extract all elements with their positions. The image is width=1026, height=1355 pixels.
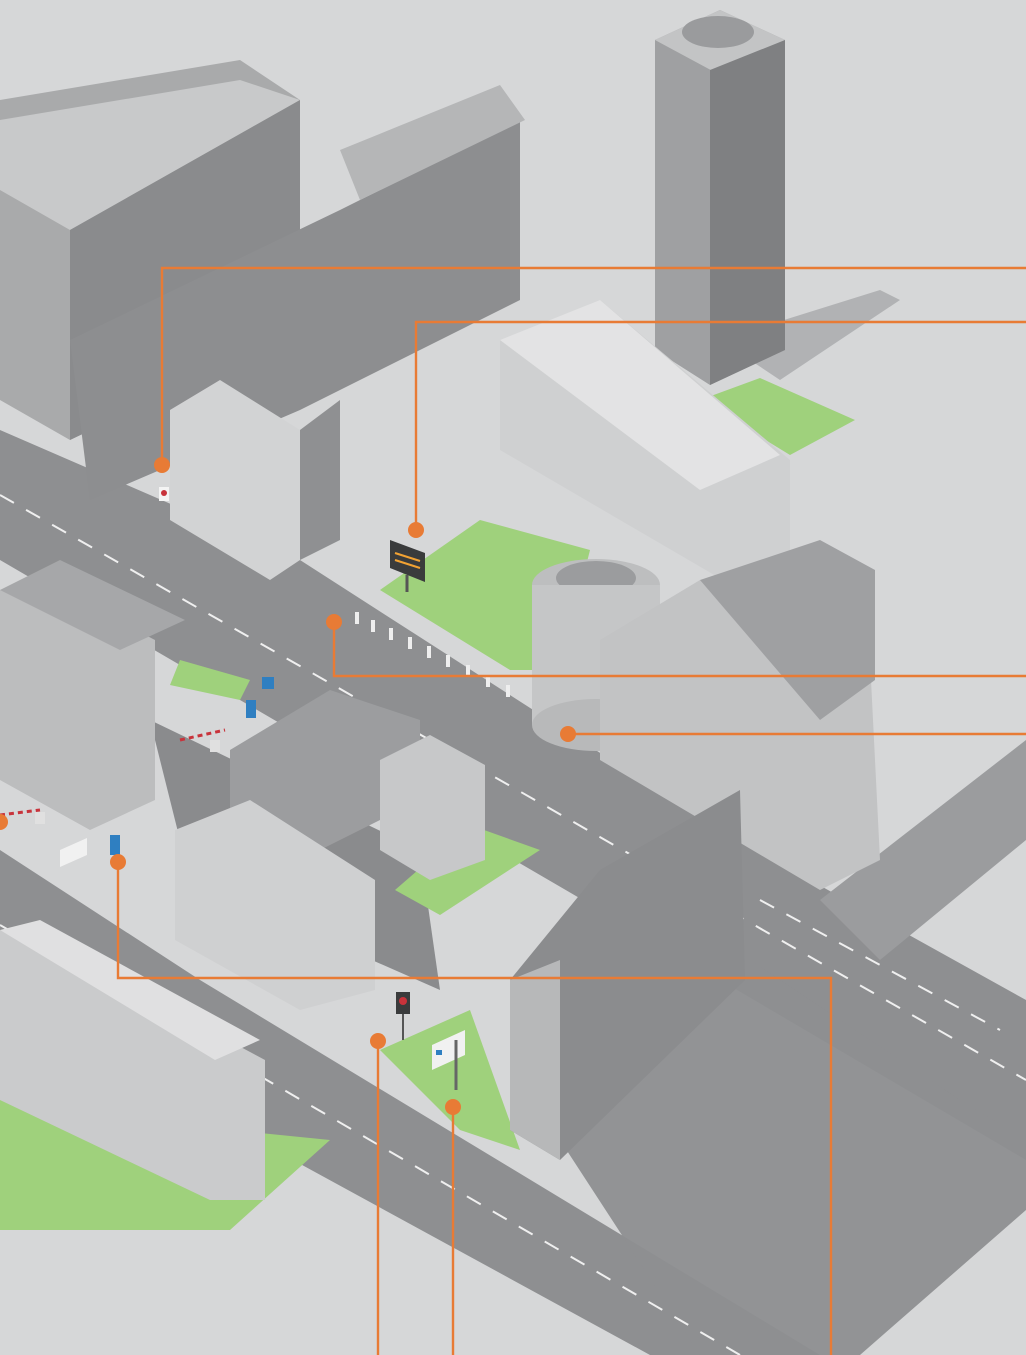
variable-message-sign-icon — [390, 540, 425, 592]
parking-sign-icon — [110, 677, 274, 855]
dark-building-bottom — [510, 790, 745, 1160]
callout-line-bollards — [332, 622, 1026, 678]
house-center — [175, 800, 375, 1010]
grass-corner — [380, 1010, 520, 1150]
dot-parking-garage[interactable] — [560, 726, 576, 742]
row-houses-bottom — [0, 930, 265, 1200]
buildings — [0, 10, 880, 1200]
barrier-gate-icon — [0, 728, 226, 824]
row-houses-roof — [340, 85, 525, 200]
dot-variable-message-sign[interactable] — [408, 522, 424, 538]
grass-courtyard — [395, 825, 540, 915]
grass-parking-strip — [170, 660, 250, 700]
street-furniture — [0, 487, 510, 1090]
bollard-icon — [355, 612, 510, 697]
dot-no-entry-sign[interactable] — [370, 1033, 386, 1049]
townhouse-white-side — [300, 400, 340, 560]
lane-mark-right — [759, 899, 1001, 1031]
direction-sign-icon — [60, 838, 465, 1090]
townhouse-white — [170, 380, 300, 580]
gabled-building-right-roof — [500, 300, 780, 490]
lane-mark-lower — [0, 924, 741, 1355]
dot-bollards[interactable] — [326, 614, 342, 630]
roof-top-left — [0, 80, 300, 230]
grass-upper-right — [700, 378, 855, 455]
tower-cap — [682, 16, 754, 48]
callout-line-variable-message-sign — [414, 320, 1026, 530]
no-entry-sign-icon — [159, 487, 410, 1040]
dot-direction-sign[interactable] — [445, 1099, 461, 1115]
dot-parking-sign[interactable] — [110, 854, 126, 870]
callout-line-parking-sign — [116, 862, 833, 1355]
dot-left-barrier[interactable] — [0, 814, 8, 830]
row-houses-bottom-roof — [0, 920, 260, 1060]
low-building-center — [230, 690, 420, 850]
right-road — [820, 740, 1026, 960]
office-block-left-roof — [0, 560, 185, 650]
tower-facade-dark — [710, 40, 785, 385]
callout-line-building-sign — [160, 266, 1026, 465]
dot-building-sign[interactable] — [154, 457, 170, 473]
dark-building-side — [510, 960, 560, 1160]
callout-lines — [116, 266, 1026, 1355]
callout-dots — [0, 457, 576, 1115]
small-cube-building — [380, 735, 485, 880]
